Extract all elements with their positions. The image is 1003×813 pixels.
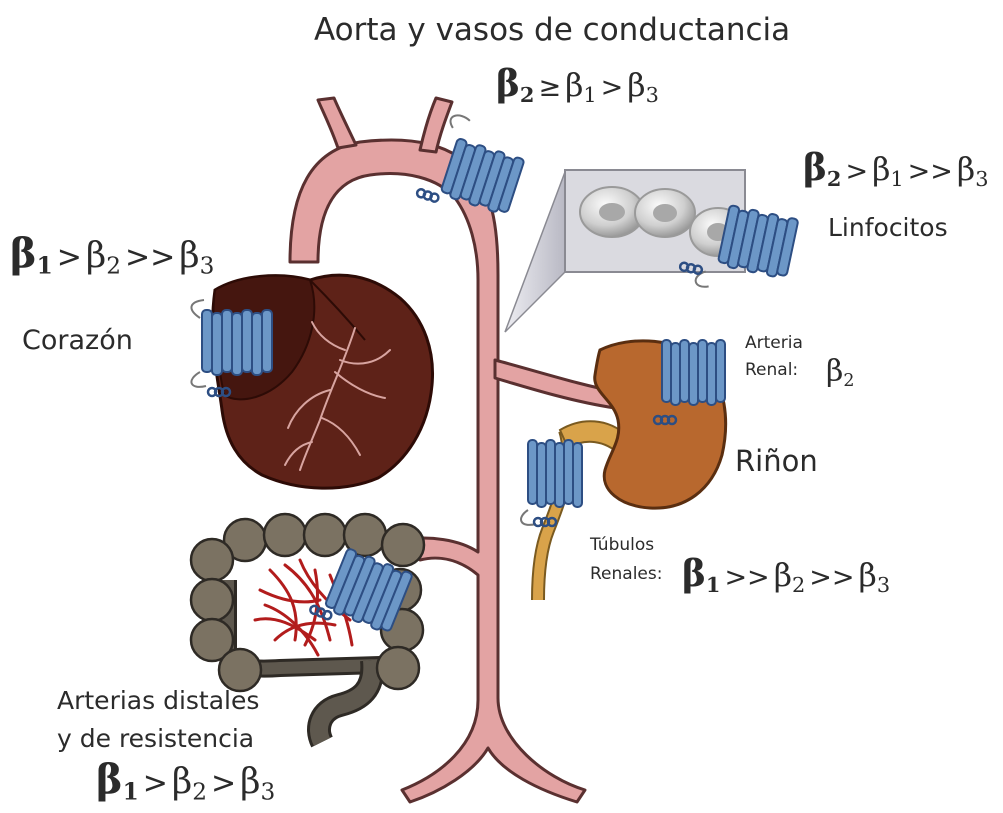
distal-label-line2: y de resistencia (57, 726, 254, 751)
aorta-relation: β2≥β1>β3 (496, 66, 659, 106)
distal-label-line1: Arterias distales (57, 688, 259, 713)
heart-shape (213, 275, 433, 488)
distal-relation: β1>β2>β3 (96, 760, 275, 804)
lymphocytes-label: Linfocitos (828, 215, 948, 240)
zoom-funnel (505, 172, 565, 332)
renal-artery-relation: β2 (826, 357, 854, 390)
tubules-relation: β1>>β2>>β3 (682, 556, 890, 596)
renal-artery-label-line2: Renal: (745, 362, 798, 379)
tubules-label-line1: Túbulos (590, 537, 654, 554)
kidney-label: Riñon (735, 447, 818, 476)
heart-relation: β1>β2>>β3 (10, 234, 214, 278)
renal-artery-label-line1: Arteria (745, 335, 803, 352)
aorta-title: Aorta y vasos de conductancia (314, 15, 790, 46)
tubules-label-line2: Renales: (590, 566, 662, 583)
heart-label: Corazón (22, 327, 133, 354)
lymphocytes-relation: β2>β1>>β3 (803, 150, 989, 190)
